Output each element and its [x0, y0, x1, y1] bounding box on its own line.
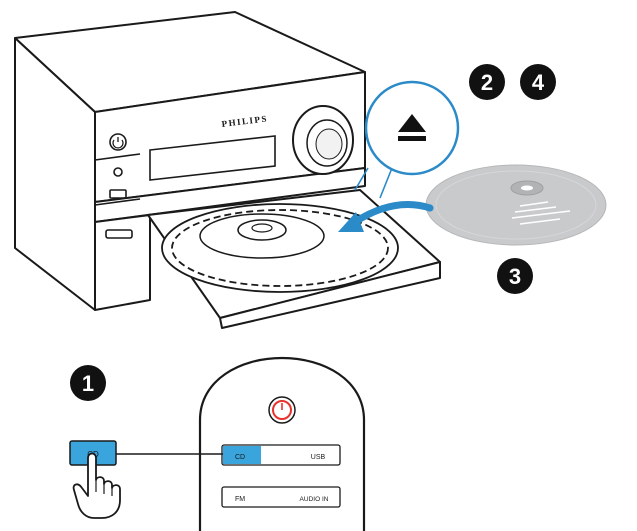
remote-fm-audioin-row	[221, 486, 341, 508]
remote-fm-button[interactable]: FM	[235, 496, 245, 503]
usb-port	[109, 189, 127, 199]
svg-text:4: 4	[532, 70, 545, 95]
svg-text:CD: CD	[235, 454, 245, 461]
curved-arrow-icon	[338, 200, 434, 232]
svg-text:3: 3	[509, 264, 521, 289]
svg-text:2: 2	[481, 70, 493, 95]
tray-disc-well	[161, 203, 399, 293]
headphone-jack	[113, 167, 123, 177]
cd-disc-icon	[425, 164, 607, 246]
svg-text:USB: USB	[311, 454, 326, 461]
svg-text:FM: FM	[235, 496, 245, 503]
remote-cd-button[interactable]: CD	[223, 446, 261, 464]
svg-text:AUDIO IN: AUDIO IN	[300, 496, 329, 503]
pointing-hand-icon	[72, 452, 121, 519]
remote-audio-in-button[interactable]: AUDIO IN	[300, 496, 329, 503]
remote-usb-button[interactable]: USB	[311, 454, 326, 461]
volume-knob[interactable]	[292, 105, 354, 175]
step-badge-4: 4	[520, 64, 556, 100]
step-badge-1: 1	[70, 365, 106, 401]
front-panel	[94, 133, 276, 239]
step-badge-2: 2	[469, 64, 505, 100]
step-badge-3: 3	[497, 258, 533, 294]
eject-icon[interactable]	[398, 114, 426, 141]
svg-text:1: 1	[82, 371, 94, 396]
